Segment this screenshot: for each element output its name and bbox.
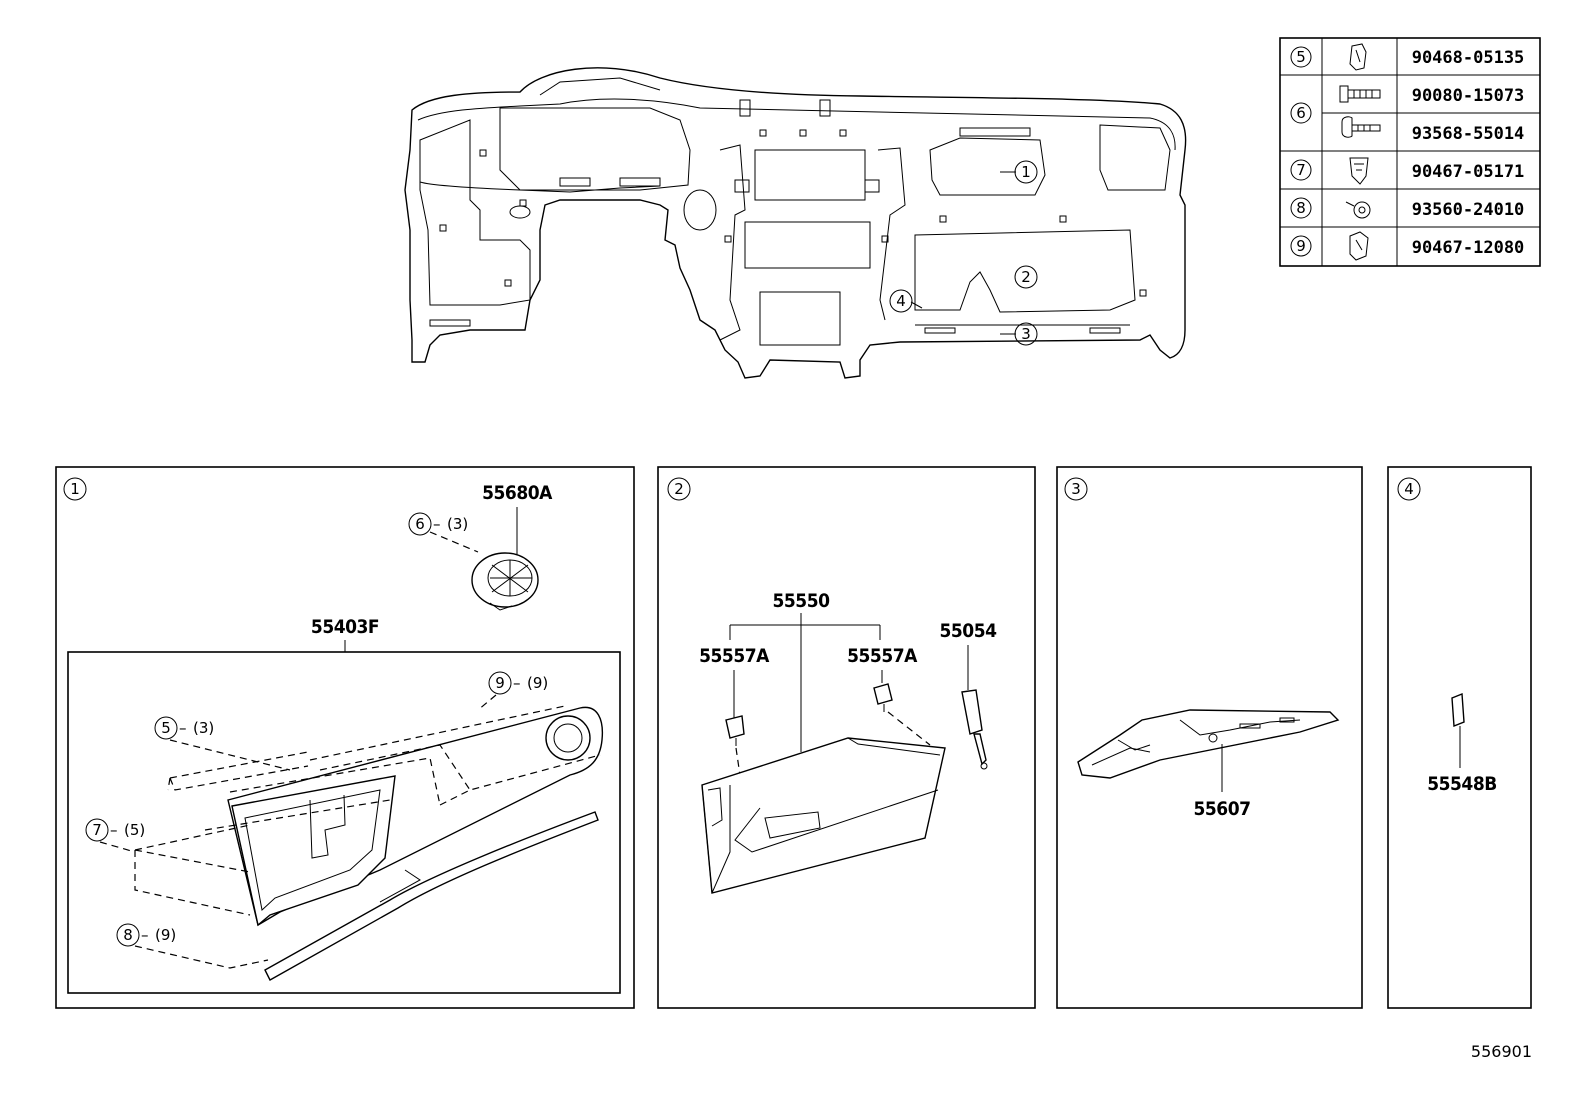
fastener-callout-7[interactable]: 7 – (5) (85, 818, 145, 853)
part-55607[interactable] (1077, 709, 1340, 792)
part-55548B[interactable] (1451, 692, 1465, 768)
part-label-55550[interactable]: 55550 (773, 590, 831, 612)
svg-text:2: 2 (674, 480, 684, 498)
part-55680A[interactable]: 55680A (471, 482, 554, 611)
svg-text:90467-12080: 90467-12080 (1412, 238, 1525, 258)
svg-text:5: 5 (161, 719, 171, 737)
table-row[interactable]: 9 90467-12080 (1290, 231, 1525, 261)
svg-text:90468-05135: 90468-05135 (1412, 48, 1525, 68)
svg-text:(3): (3) (447, 515, 468, 533)
svg-text:3: 3 (1021, 325, 1031, 343)
svg-text:3: 3 (1071, 480, 1081, 498)
part-55557A[interactable] (873, 670, 931, 746)
svg-text:90080-15073: 90080-15073 (1412, 86, 1525, 106)
screw-washer-icon (1345, 201, 1371, 219)
overview-callout-4[interactable]: 4 (889, 289, 923, 313)
dashboard-overview (404, 67, 1187, 379)
clip-icon (1349, 157, 1369, 185)
svg-text:(3): (3) (193, 719, 214, 737)
svg-text:–: – (110, 821, 118, 839)
svg-text:4: 4 (896, 292, 906, 310)
fastener-callout-9[interactable]: 9 – (9) (477, 671, 548, 711)
svg-text:–: – (433, 515, 441, 533)
panel-3: 3 55607 (1056, 466, 1363, 1009)
svg-text:4: 4 (1404, 480, 1414, 498)
bolt-icon (1339, 85, 1381, 103)
overview-callout-3[interactable]: 3 (1000, 322, 1038, 346)
svg-text:8: 8 (1296, 199, 1306, 217)
part-55550[interactable] (701, 737, 946, 894)
svg-text:–: – (141, 926, 149, 944)
part-label-55403F[interactable]: 55403F (311, 616, 380, 638)
svg-text:7: 7 (92, 821, 102, 839)
fastener-callout-8[interactable]: 8 – (9) (116, 923, 269, 969)
clip-icon (1349, 231, 1369, 261)
fastener-callout-5[interactable]: 5 – (3) (154, 716, 291, 771)
svg-text:–: – (513, 674, 521, 692)
svg-text:(9): (9) (527, 674, 548, 692)
svg-text:55680A: 55680A (482, 482, 553, 504)
panel-4: 4 55548B (1387, 466, 1532, 1009)
svg-text:93560-24010: 93560-24010 (1412, 200, 1525, 220)
svg-text:2: 2 (1021, 268, 1031, 286)
svg-text:6: 6 (1296, 104, 1306, 122)
table-row[interactable]: 7 90467-05171 (1290, 157, 1525, 185)
svg-text:9: 9 (495, 674, 505, 692)
table-row[interactable]: 6 90080-15073 93568-55014 (1290, 85, 1525, 144)
svg-text:1: 1 (1021, 163, 1031, 181)
part-label-55607[interactable]: 55607 (1194, 798, 1251, 820)
svg-text:6: 6 (415, 515, 425, 533)
overview-callout-1[interactable]: 1 (1000, 160, 1038, 184)
svg-text:(9): (9) (155, 926, 176, 944)
part-label-55557A-right[interactable]: 55557A (847, 645, 918, 667)
overview-callout-2[interactable]: 2 (1014, 265, 1038, 289)
svg-text:(5): (5) (124, 821, 145, 839)
table-row[interactable]: 5 90468-05135 (1290, 43, 1525, 71)
svg-text:7: 7 (1296, 161, 1306, 179)
screw-icon (1341, 116, 1381, 138)
svg-text:5: 5 (1296, 48, 1306, 66)
figure-id: 556901 (1470, 1042, 1532, 1061)
part-55054[interactable] (961, 645, 988, 770)
svg-text:90467-05171: 90467-05171 (1412, 162, 1525, 182)
svg-text:1: 1 (70, 480, 80, 498)
panel-2: 2 55550 55557A 55557A 55054 (657, 466, 1036, 1009)
part-label-55557A-left[interactable]: 55557A (699, 645, 770, 667)
svg-text:–: – (179, 719, 187, 737)
svg-text:8: 8 (123, 926, 133, 944)
fasteners-table: 5 90468-05135 6 90080-15073 93568-55014 (1279, 37, 1541, 267)
svg-text:9: 9 (1296, 237, 1306, 255)
part-label-55054[interactable]: 55054 (940, 620, 998, 642)
table-row[interactable]: 8 93560-24010 (1290, 197, 1525, 220)
fastener-callout-6[interactable]: 6 – (3) (408, 512, 479, 553)
clip-icon (1349, 43, 1367, 71)
part-label-55548B[interactable]: 55548B (1427, 773, 1497, 795)
part-55403F[interactable] (134, 705, 604, 981)
panel-1: 1 55680A 6 – (3) 55403F (55, 466, 635, 1009)
svg-text:93568-55014: 93568-55014 (1412, 124, 1525, 144)
